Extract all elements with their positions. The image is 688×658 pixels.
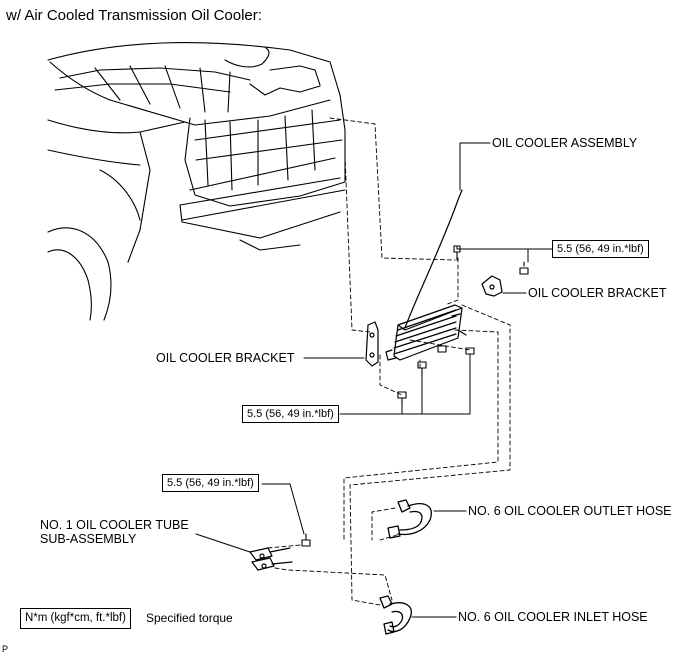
- oil-cooler-bracket-left-label: OIL COOLER BRACKET: [156, 351, 295, 365]
- oil-cooler-bracket-right-label: OIL COOLER BRACKET: [528, 286, 667, 300]
- oil-cooler-assembly-part: [385, 189, 467, 361]
- outlet-hose-label: NO. 6 OIL COOLER OUTLET HOSE: [468, 504, 672, 518]
- upper-bracket-bolt-torque: 5.5 (56, 49 in.*lbf): [552, 240, 649, 258]
- label-leader-lines: [195, 142, 553, 618]
- oil-cooler-tube-label-line2: SUB-ASSEMBLY: [40, 532, 137, 546]
- torque-legend-description: Specified torque: [146, 611, 233, 625]
- page-title: w/ Air Cooled Transmission Oil Cooler:: [6, 7, 262, 24]
- bolt-icons: [301, 245, 529, 547]
- oil-cooler-bracket-right-part: [481, 275, 503, 297]
- page-corner-mark: P: [2, 644, 9, 654]
- lower-bracket-bolt-torque: 5.5 (56, 49 in.*lbf): [242, 405, 339, 423]
- outlet-hose-part: [387, 499, 432, 539]
- tube-bolt-torque: 5.5 (56, 49 in.*lbf): [162, 474, 259, 492]
- oil-cooler-tube-part: [249, 547, 293, 571]
- vehicle-front-illustration: [47, 42, 346, 321]
- torque-legend-unit: N*m (kgf*cm, ft.*lbf): [20, 608, 131, 629]
- inlet-hose-part: [379, 595, 412, 635]
- oil-cooler-tube-label-line1: NO. 1 OIL COOLER TUBE: [40, 518, 189, 532]
- oil-cooler-assembly-label: OIL COOLER ASSEMBLY: [492, 136, 638, 150]
- assembly-guide-lines: [267, 117, 511, 606]
- oil-cooler-bracket-left-part: [365, 321, 379, 367]
- inlet-hose-label: NO. 6 OIL COOLER INLET HOSE: [458, 610, 648, 624]
